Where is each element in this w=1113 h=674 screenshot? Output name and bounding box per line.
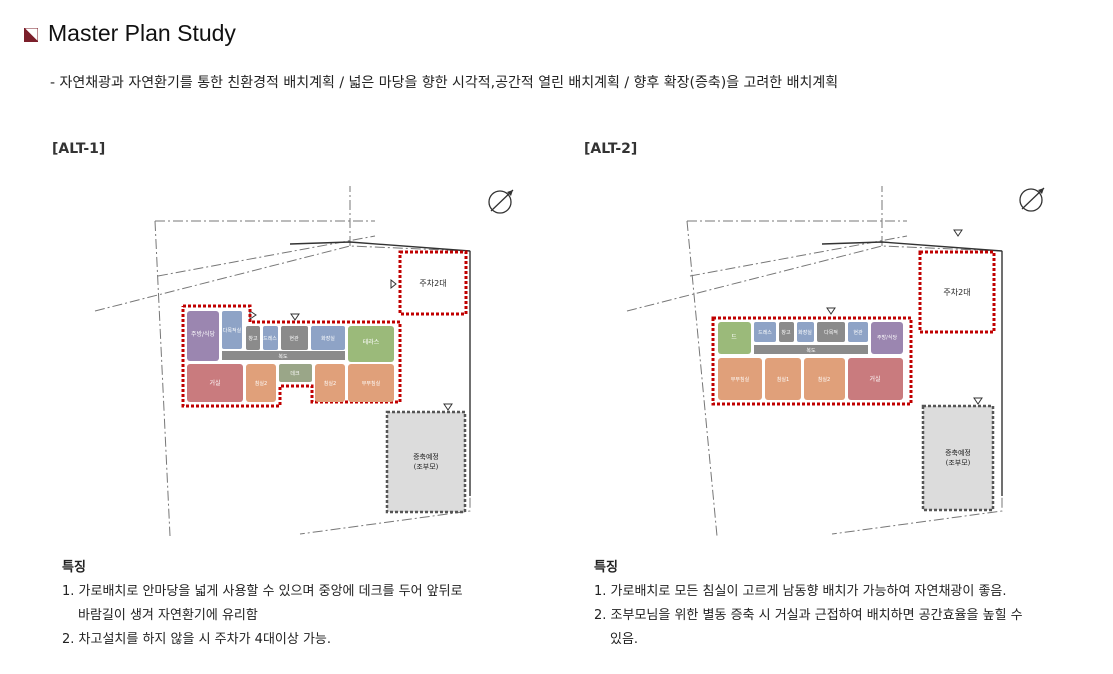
alt2-room-kitchen: 주방/식당 bbox=[877, 334, 897, 341]
alt2-room-storage: 창고 bbox=[781, 329, 791, 336]
alt1-room-entrance: 현관 bbox=[289, 335, 299, 342]
alt2-extension-sublabel: (조부모) bbox=[946, 459, 971, 467]
alt1-deck: 데크 bbox=[290, 370, 300, 377]
alt2-note-2: 2. 조부모님을 위한 별동 증축 시 거실과 근접하여 배치하면 공간효율을 … bbox=[594, 608, 1023, 623]
alt2-note-2-cont: 있음. bbox=[610, 632, 639, 647]
alt1-site-plan: 주차2대 주방/식당 다목적실 창고 드레스 현관 화장실 테라스 복도 거실 … bbox=[50, 176, 568, 542]
alt2-room-dress: 드레스 bbox=[758, 329, 772, 336]
alt1-extension-area bbox=[385, 410, 467, 514]
alt1-room-storage: 창고 bbox=[248, 335, 258, 342]
alt1-room-bed-b: 침실2 bbox=[324, 380, 336, 387]
page-title: Master Plan Study bbox=[48, 20, 236, 46]
alt1-note-1: 1. 가로배치로 안마당을 넓게 사용할 수 있으며 중앙에 데크를 두어 앞뒤… bbox=[62, 584, 463, 599]
alt1-notes-heading: 특징 bbox=[62, 560, 86, 575]
alt2-notes-heading: 특징 bbox=[594, 560, 618, 575]
alt1-note-1-cont: 바람길이 생겨 자연환기에 유리함 bbox=[78, 608, 258, 623]
alt1-note-2: 2. 차고설치를 하지 않을 시 주차가 4대이상 가능. bbox=[62, 632, 332, 647]
alt1-corridor: 복도 bbox=[278, 354, 288, 360]
alt1-label: [ALT-1] bbox=[52, 141, 106, 157]
alt1-parking-area bbox=[398, 250, 468, 316]
alt2-parking-label: 주차2대 bbox=[943, 288, 970, 297]
alt2-room-multi: 다목적 bbox=[824, 329, 838, 336]
alt1-notes: 특징 1. 가로배치로 안마당을 넓게 사용할 수 있으며 중앙에 데크를 두어… bbox=[62, 556, 562, 652]
alt1-room-multi: 다목적실 bbox=[223, 327, 242, 334]
alt1-room-dress: 드레스 bbox=[263, 335, 277, 342]
alt1-extension-sublabel: (조부모) bbox=[414, 463, 439, 471]
alt2-note-1: 1. 가로배치로 모든 침실이 고르게 남동향 배치가 가능하여 자연채광이 좋… bbox=[594, 584, 1007, 599]
alt2-parking-area bbox=[918, 250, 996, 334]
alt2-site-plan: 주차2대 드 드레스 창고 화장실 다목적 현관 주방/식당 복도 부부침실 침… bbox=[582, 176, 1099, 542]
alt1-room-kitchen: 주방/식당 bbox=[191, 330, 216, 338]
alt2-room-wc: 화장실 bbox=[798, 329, 812, 336]
alt2-corridor: 복도 bbox=[806, 348, 816, 354]
alt1-room-wc: 화장실 bbox=[321, 335, 335, 342]
alt2-room-bed-2: 침실2 bbox=[818, 376, 830, 383]
alt1-room-living: 거실 bbox=[209, 379, 220, 387]
alt2-room-terrace: 드 bbox=[731, 334, 737, 341]
alt2-room-living: 거실 bbox=[869, 375, 880, 383]
alt2-room-master: 부부침실 bbox=[731, 376, 750, 383]
alt2-notes: 특징 1. 가로배치로 모든 침실이 고르게 남동향 배치가 가능하여 자연채광… bbox=[594, 556, 1099, 652]
alt1-extension-label: 증축예정 bbox=[413, 452, 439, 461]
alt2-room-bed-1: 침실1 bbox=[777, 376, 789, 383]
north-arrow-icon bbox=[1019, 187, 1045, 212]
alt2-extension-area bbox=[921, 404, 995, 512]
alt1-room-bed-a: 침실2 bbox=[255, 380, 267, 387]
alt2-room-entrance: 현관 bbox=[853, 329, 863, 336]
title-marker-icon bbox=[24, 28, 38, 42]
alt1-room-terrace: 테라스 bbox=[363, 338, 380, 346]
alt2-extension-label: 증축예정 bbox=[945, 448, 971, 457]
page-subtitle: - 자연채광과 자연환기를 통한 친환경적 배치계획 / 넓은 마당을 향한 시… bbox=[50, 75, 839, 91]
alt2-label: [ALT-2] bbox=[584, 141, 638, 157]
alt1-room-master: 부부침실 bbox=[362, 380, 381, 387]
north-arrow-icon bbox=[488, 189, 514, 214]
alt1-parking-label: 주차2대 bbox=[419, 279, 446, 288]
